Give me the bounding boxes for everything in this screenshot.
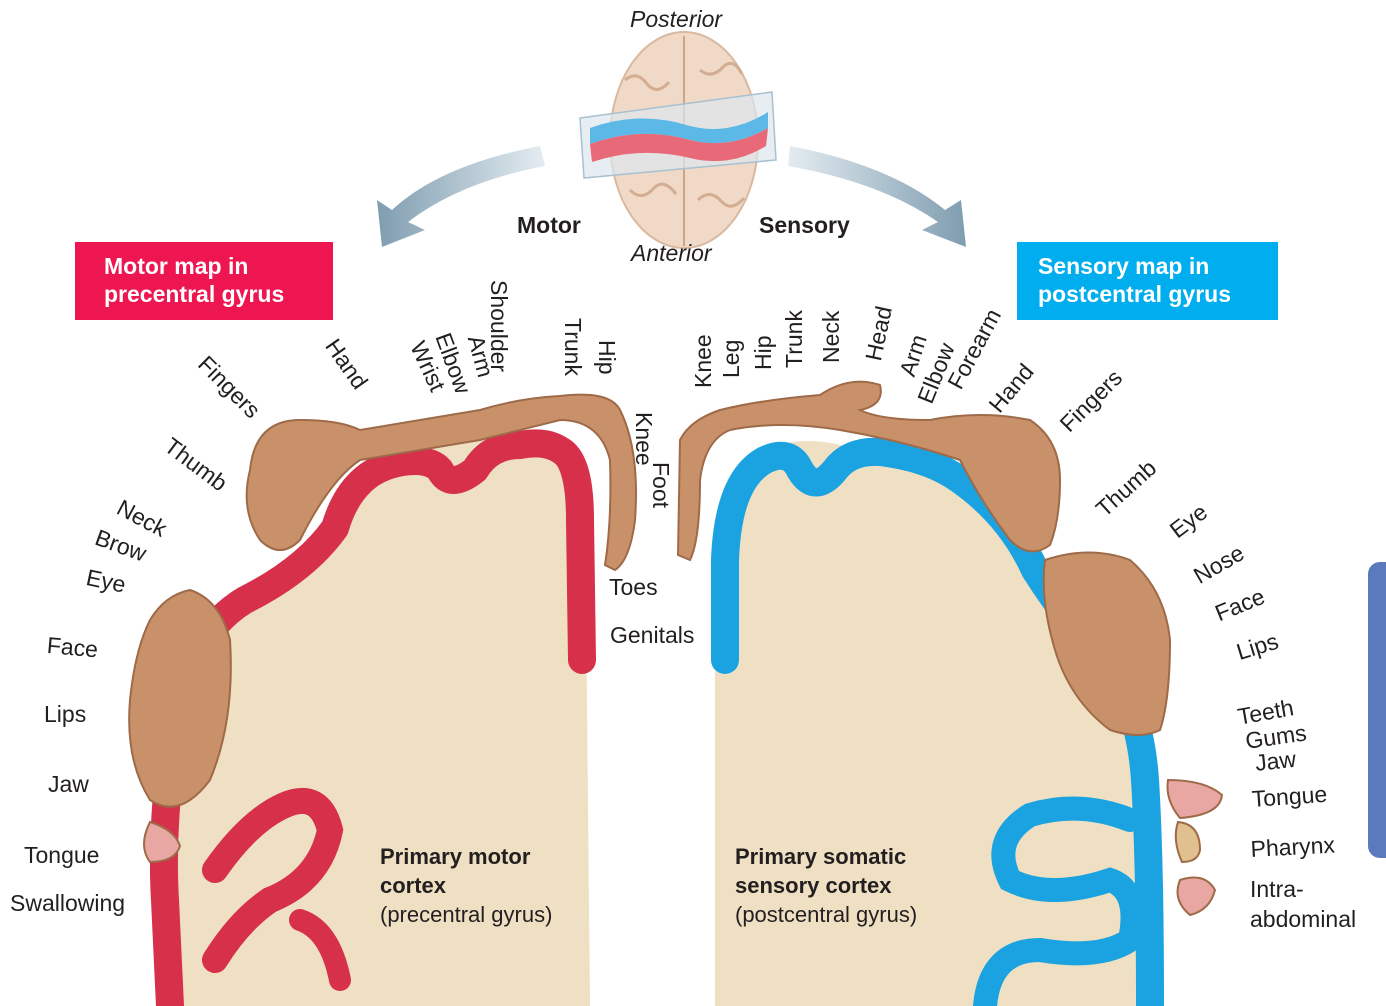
motor-label-face: Face <box>46 634 99 661</box>
motor-cortex-title2: cortex <box>380 871 552 900</box>
motor-label-lips: Lips <box>44 703 86 726</box>
sensory-cortex-title2: sensory cortex <box>735 871 917 900</box>
sensory-label-neck: Neck <box>820 311 843 363</box>
brain-top-view <box>580 32 776 248</box>
motor-label-toes: Toes <box>609 576 658 599</box>
motor-map-line2: precentral gyrus <box>104 280 333 308</box>
sensory-map-line1: Sensory map in <box>1038 252 1278 280</box>
motor-label-hip: Hip <box>595 340 618 375</box>
motor-map-line1: Motor map in <box>104 252 333 280</box>
sensory-cortex-caption: Primary somatic sensory cortex (postcent… <box>735 842 917 929</box>
motor-label-knee: Knee <box>632 412 655 466</box>
motor-map-box: Motor map in precentral gyrus <box>75 242 333 320</box>
motor-label-jaw: Jaw <box>48 773 89 796</box>
sensory-label-jaw: Jaw <box>1254 748 1297 775</box>
sensory-cortex-title1: Primary somatic <box>735 842 917 871</box>
sensory-label-trunk: Trunk <box>783 310 806 368</box>
sensory-map-box: Sensory map in postcentral gyrus <box>1017 242 1278 320</box>
sensory-label-intra: Intra- <box>1250 878 1304 901</box>
motor-label-tongue: Tongue <box>24 844 99 867</box>
motor-label-foot: Foot <box>649 462 672 508</box>
sensory-label-tongue: Tongue <box>1251 783 1328 811</box>
sensory-label-hip: Hip <box>752 335 775 370</box>
motor-cortex-title1: Primary motor <box>380 842 552 871</box>
sensory-label-leg: Leg <box>720 340 743 378</box>
side-tab <box>1368 562 1386 858</box>
motor-arrow-label: Motor <box>517 214 581 237</box>
motor-label-swallowing: Swallowing <box>10 892 125 915</box>
sensory-label-knee: Knee <box>692 334 715 388</box>
motor-cortex-caption: Primary motor cortex (precentral gyrus) <box>380 842 552 929</box>
motor-cortex-sub: (precentral gyrus) <box>380 902 552 927</box>
anterior-label: Anterior <box>631 242 712 265</box>
posterior-label: Posterior <box>630 8 722 31</box>
sensory-label-abdominal: abdominal <box>1250 908 1356 931</box>
sensory-label-pharynx: Pharynx <box>1250 834 1335 861</box>
sensory-cortex-sub: (postcentral gyrus) <box>735 902 917 927</box>
sensory-map-line2: postcentral gyrus <box>1038 280 1278 308</box>
sensory-label-genitals: Genitals <box>610 624 694 647</box>
sensory-arrow-label: Sensory <box>759 214 850 237</box>
motor-label-trunk: Trunk <box>561 318 584 376</box>
